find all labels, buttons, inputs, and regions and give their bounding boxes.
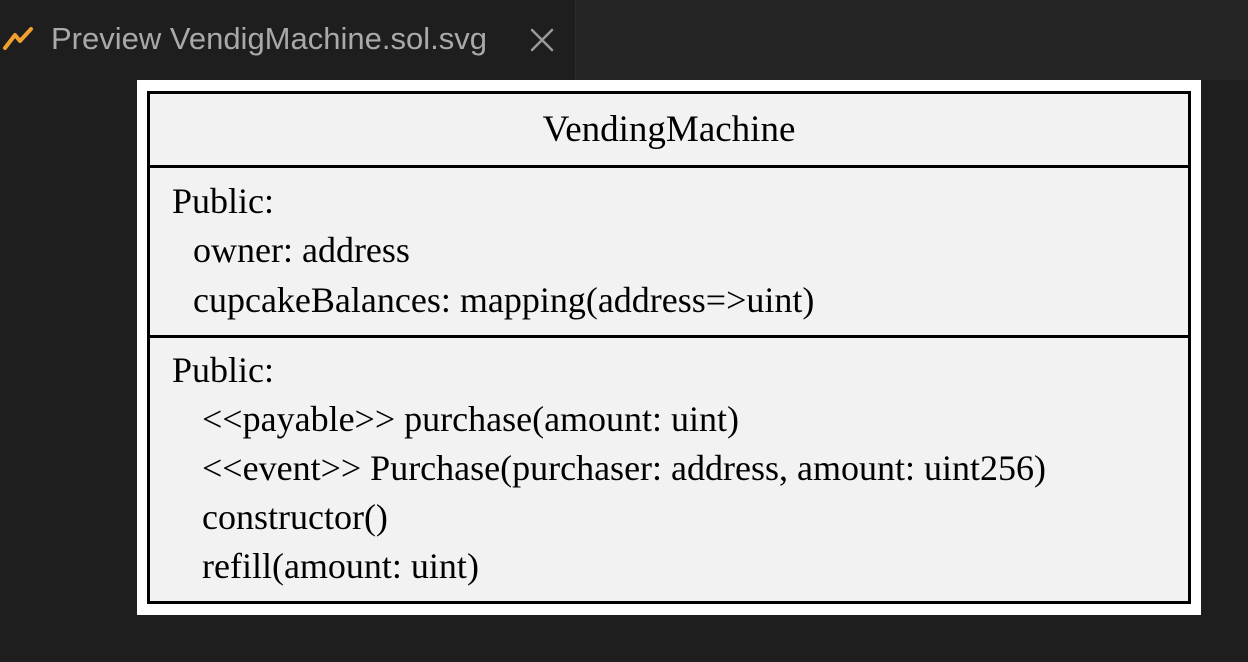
attributes-section: Public: owner: address cupcakeBalances: … — [150, 168, 1188, 338]
operation-item: constructor() — [202, 497, 388, 537]
editor-tab-preview[interactable]: Preview VendigMachine.sol.svg — [0, 0, 576, 80]
operation-item: refill(amount: uint) — [202, 546, 479, 586]
svg-preview-canvas: VendingMachine Public: owner: address cu… — [137, 80, 1201, 615]
operation-item: <<payable>> purchase(amount: uint) — [202, 399, 740, 439]
tab-title: Preview VendigMachine.sol.svg — [51, 21, 487, 56]
uml-class-box: VendingMachine Public: owner: address cu… — [147, 91, 1191, 604]
attribute-item: cupcakeBalances: mapping(address=>uint) — [193, 280, 815, 320]
operations-visibility: Public: — [172, 350, 275, 390]
class-name: VendingMachine — [150, 94, 1188, 168]
operation-item: <<event>> Purchase(purchaser: address, a… — [202, 448, 1046, 488]
attributes-visibility: Public: — [172, 181, 275, 221]
operations-section: Public: <<payable>> purchase(amount: uin… — [150, 338, 1188, 601]
close-icon[interactable] — [526, 24, 558, 56]
preview-icon — [3, 27, 33, 50]
attribute-item: owner: address — [193, 230, 410, 270]
editor-tab-bar: Preview VendigMachine.sol.svg — [0, 0, 1248, 80]
